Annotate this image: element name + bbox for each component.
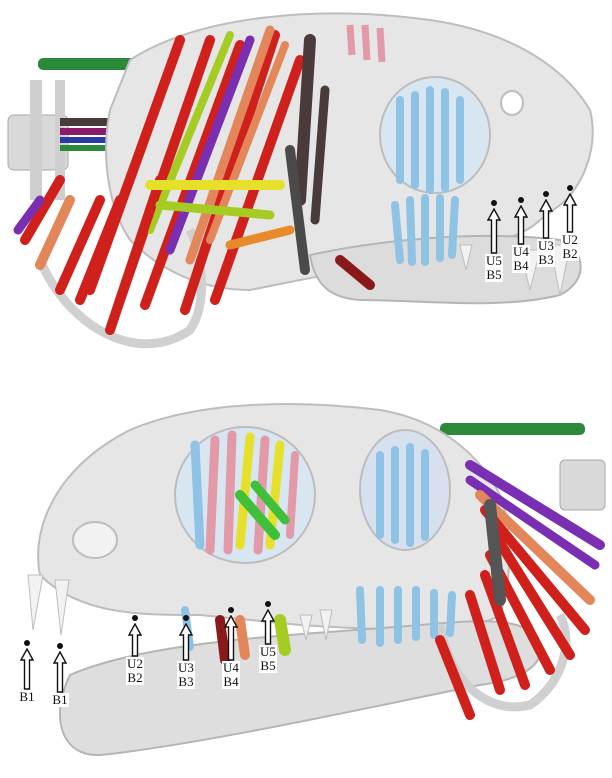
up-arrow-icon (128, 623, 142, 657)
nostril (501, 91, 523, 115)
tooth-point (228, 607, 234, 613)
up-arrow-icon (179, 623, 193, 661)
tooth-point (491, 200, 497, 206)
marker-label-upper: U3 (177, 661, 195, 675)
marker-label-lower: B5 (259, 659, 276, 673)
top-skull-panel: U5 B5 U4 B4 U3 B3 U2 B2 (0, 0, 612, 380)
marker-label-lower: B3 (177, 675, 194, 689)
up-arrow-icon (487, 208, 501, 254)
tooth-marker-u3-b3: U3 B3 (166, 615, 206, 689)
tooth-marker-u4-b4: U4 B4 (211, 607, 251, 689)
tooth-point (567, 185, 573, 191)
marker-label-lower: B4 (222, 675, 239, 689)
temporal-window (360, 430, 450, 550)
tooth-point (57, 643, 63, 649)
tooth-marker-u5-b5: U5 B5 (248, 601, 288, 673)
bottom-skull-panel: B1 B1 U2 B2 U3 B3 U4 B4 U5 B5 (0, 385, 612, 778)
green-muscle-bar (440, 423, 585, 435)
marker-label-upper: U2 (126, 657, 144, 671)
marker-label-upper: U5 (259, 645, 277, 659)
marker-label-lower: B5 (485, 268, 502, 282)
top-skull-illustration (0, 0, 612, 380)
marker-label-upper: U4 (222, 661, 240, 675)
marker-label-upper: U2 (561, 233, 579, 247)
bottom-skull-illustration (0, 385, 612, 778)
marker-label-lower: B2 (126, 671, 143, 685)
tooth-point (24, 640, 30, 646)
tooth-marker-b1-second: B1 (40, 643, 80, 707)
marker-label: B1 (18, 690, 35, 704)
tooth-point (132, 615, 138, 621)
tooth-point (183, 615, 189, 621)
tooth-marker-u2-b2: U2 B2 (550, 185, 590, 261)
up-arrow-icon (563, 193, 577, 233)
bracket-block (560, 460, 605, 510)
nostril (73, 522, 117, 558)
tooth-point (543, 191, 549, 197)
up-arrow-icon (224, 615, 238, 661)
tooth-point (265, 601, 271, 607)
tooth-marker-u2-b2: U2 B2 (115, 615, 155, 685)
up-arrow-icon (20, 648, 34, 690)
bracket-post (30, 80, 42, 200)
marker-label-lower: B2 (561, 247, 578, 261)
tooth-point (518, 197, 524, 203)
up-arrow-icon (261, 609, 275, 645)
up-arrow-icon (53, 651, 67, 693)
marker-label: B1 (51, 693, 68, 707)
